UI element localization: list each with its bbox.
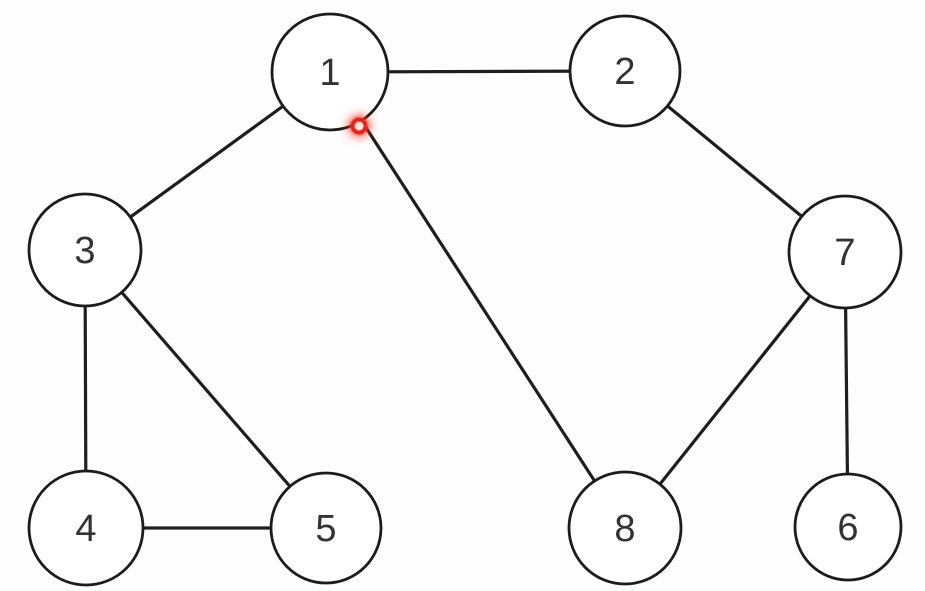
graph-node-3[interactable]: 3 [27, 192, 143, 308]
graph-node-5[interactable]: 5 [269, 471, 383, 585]
node-circle-2[interactable] [568, 14, 682, 128]
node-circle-7[interactable] [787, 194, 903, 310]
graph-node-1[interactable]: 1 [270, 12, 390, 132]
graph-node-4[interactable]: 4 [27, 469, 145, 587]
graph-node-7[interactable]: 7 [787, 194, 903, 310]
node-circle-4[interactable] [27, 469, 145, 587]
graph-node-8[interactable]: 8 [567, 470, 683, 586]
node-circle-6[interactable] [793, 472, 903, 582]
edge-7-8 [623, 250, 847, 530]
graph-node-2[interactable]: 2 [568, 14, 682, 128]
node-circle-1[interactable] [270, 12, 390, 132]
edge-1-8 [328, 70, 627, 530]
node-circle-3[interactable] [27, 192, 143, 308]
edge-3-5 [83, 248, 328, 530]
node-circle-8[interactable] [567, 470, 683, 586]
graph-node-6[interactable]: 6 [793, 472, 903, 582]
node-circle-5[interactable] [269, 471, 383, 585]
edges-layer [83, 69, 850, 530]
